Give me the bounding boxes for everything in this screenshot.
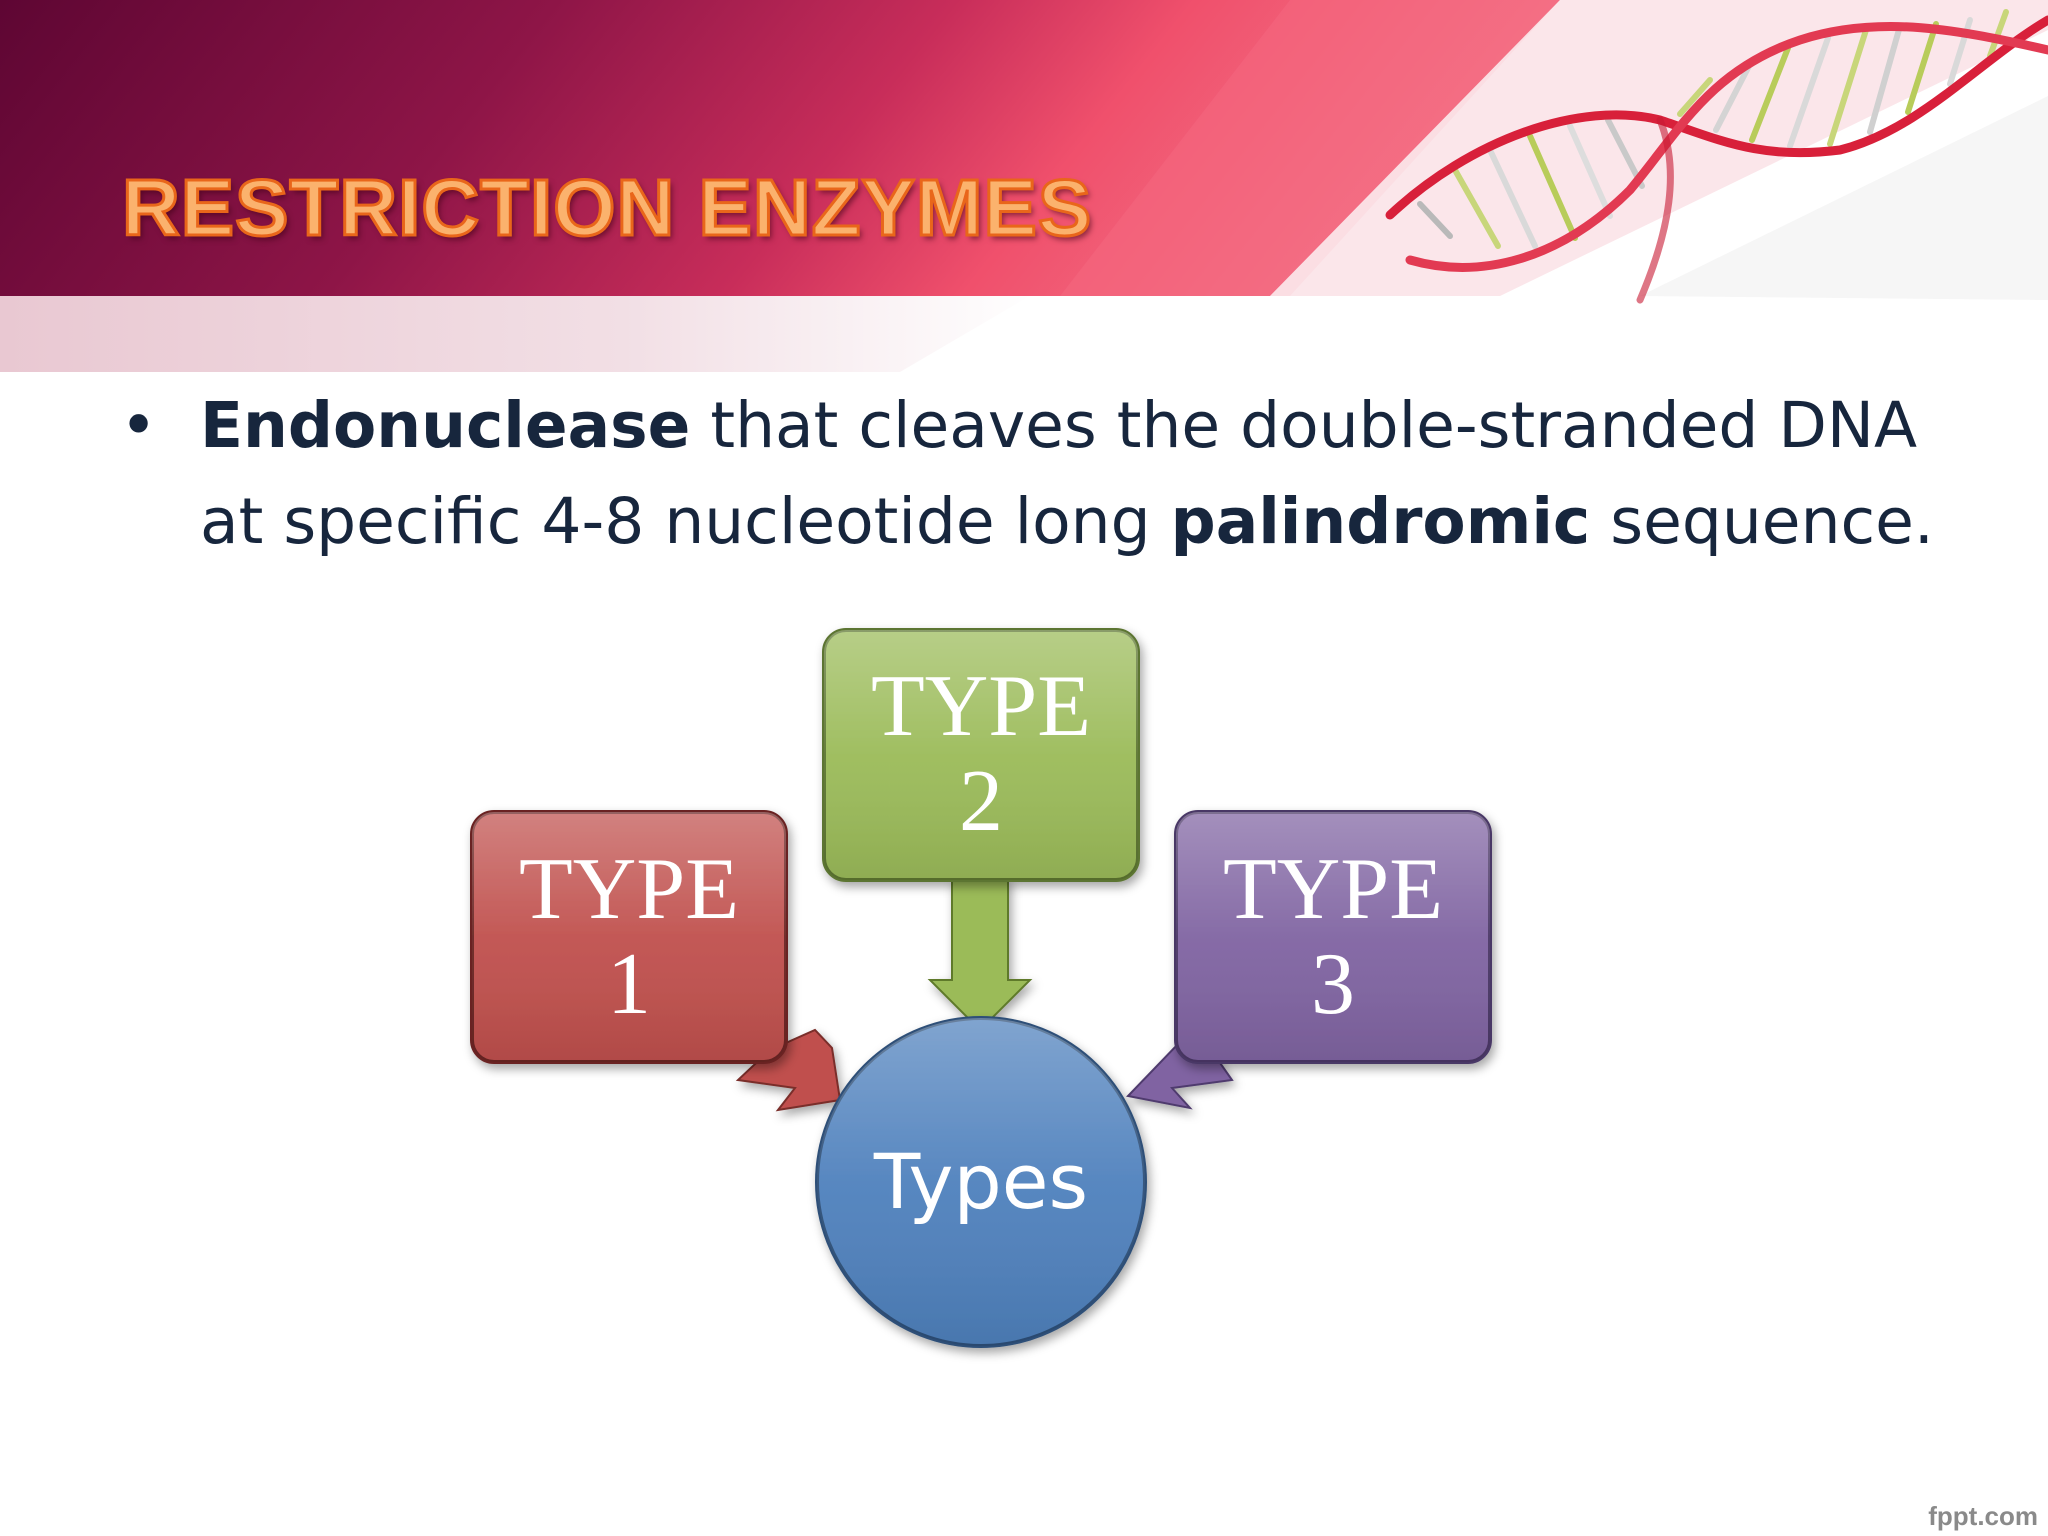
dna-helix-icon bbox=[1385, 9, 2048, 304]
type-1-label-line2: 1 bbox=[607, 936, 651, 1033]
type-2-label-line2: 2 bbox=[959, 753, 1003, 850]
bullet-term-endonuclease: Endonuclease bbox=[200, 389, 691, 462]
type-3-label-line1: TYPE bbox=[1223, 841, 1443, 938]
type-3-box bbox=[1174, 810, 1492, 1064]
arrow-type2-to-center bbox=[927, 877, 1033, 1032]
type-2-box bbox=[822, 628, 1140, 882]
bullet-text-part-2: sequence. bbox=[1590, 485, 1934, 558]
type-2-label-line1: TYPE bbox=[871, 658, 1091, 755]
type-3-label-line2: 3 bbox=[1311, 936, 1355, 1033]
footer-brand: fppt.com bbox=[1928, 1501, 2038, 1531]
type-1-label-line1: TYPE bbox=[519, 841, 739, 938]
types-center-circle bbox=[815, 1016, 1147, 1348]
bullet-list: • Endonuclease that cleaves the double-s… bbox=[120, 378, 1940, 570]
bullet-text-part-1: that cleaves the double-stranded DNA at … bbox=[200, 389, 1918, 558]
bullet-item: • Endonuclease that cleaves the double-s… bbox=[120, 378, 1940, 570]
bullet-term-palindromic: palindromic bbox=[1170, 485, 1591, 558]
types-center-label: Types bbox=[873, 1137, 1088, 1226]
bullet-dot-icon: • bbox=[120, 389, 158, 462]
type-1-box bbox=[470, 810, 788, 1064]
arrow-type1-to-center bbox=[735, 1028, 842, 1112]
slide-title: RESTRICTION ENZYMES bbox=[120, 162, 1093, 254]
